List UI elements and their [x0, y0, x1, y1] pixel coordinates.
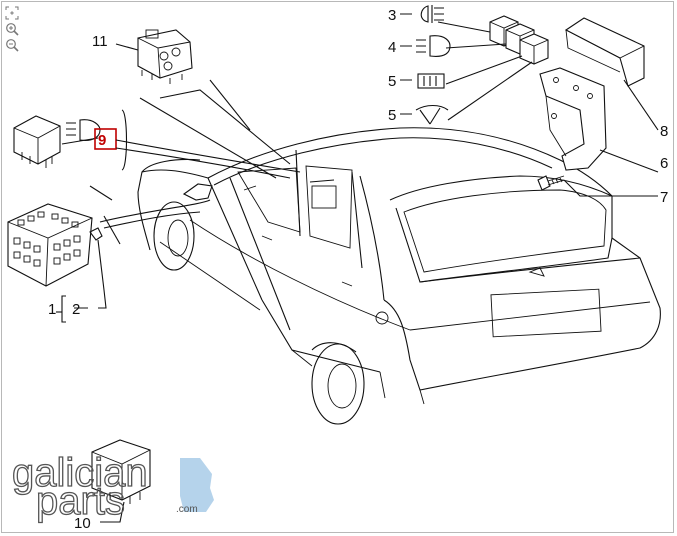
- part-7-screw: [537, 175, 658, 197]
- callout-7[interactable]: 7: [660, 189, 668, 206]
- callout-11[interactable]: 11: [92, 33, 108, 50]
- watermark-line1: galician: [12, 451, 148, 495]
- zoom-in-icon[interactable]: [5, 22, 19, 36]
- callout-6[interactable]: 6: [660, 155, 668, 172]
- callout-10[interactable]: 10: [74, 515, 91, 532]
- car-illustration: [137, 127, 661, 425]
- watermark-line2: parts: [36, 479, 125, 523]
- fog-lamp-icon: [420, 5, 444, 23]
- callout-5a[interactable]: 5: [388, 73, 396, 90]
- watermark-logo: galician parts .com: [11, 450, 214, 524]
- part-6-bracket: [539, 67, 659, 173]
- callout-3[interactable]: 3: [388, 7, 396, 24]
- relay-group-right: [437, 15, 549, 121]
- callout-9-highlight[interactable]: [94, 128, 117, 150]
- callout-4[interactable]: 4: [388, 39, 396, 56]
- callout-5b[interactable]: 5: [388, 107, 396, 124]
- zoom-toolbar: [5, 6, 21, 54]
- part-8-cover: [564, 17, 659, 131]
- part-9-relay: [13, 115, 99, 168]
- headlamp-icon: [66, 119, 101, 141]
- part-1-fuse-box: [7, 203, 103, 287]
- zoom-out-icon[interactable]: [5, 38, 19, 52]
- part-10-relay: [91, 439, 151, 523]
- callout-2[interactable]: 2: [72, 301, 80, 318]
- headlamp-icon-right: [416, 35, 451, 57]
- part-11-relay-box: [115, 29, 193, 84]
- callout-9[interactable]: 9: [98, 132, 106, 149]
- rear-defrost-icon: [417, 73, 445, 89]
- callout-1[interactable]: 1: [48, 301, 56, 318]
- callout-8[interactable]: 8: [660, 123, 668, 140]
- watermark-suffix: .com: [176, 504, 198, 515]
- wiper-icon: [415, 104, 449, 125]
- reset-view-icon[interactable]: [5, 6, 19, 20]
